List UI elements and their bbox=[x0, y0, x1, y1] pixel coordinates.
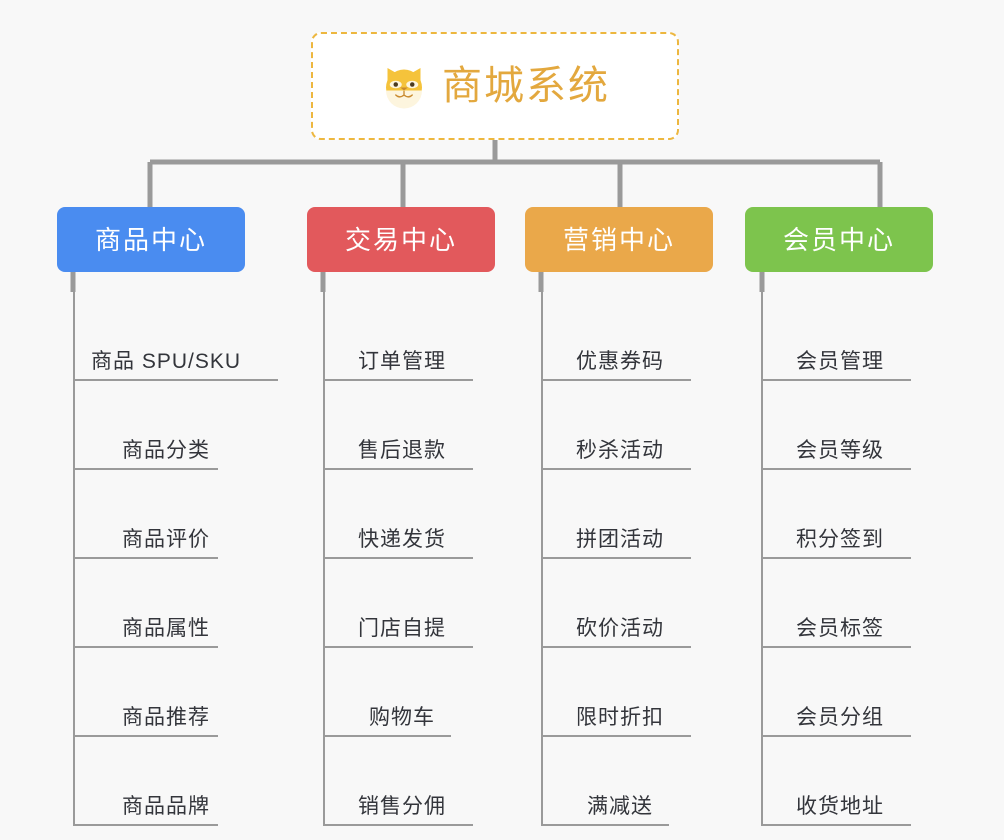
leaf-item[interactable]: 会员标签 bbox=[745, 559, 935, 648]
leaf-item[interactable]: 会员管理 bbox=[745, 292, 935, 381]
leaf-label: 商品分类 bbox=[122, 439, 210, 462]
leaf-item[interactable]: 砍价活动 bbox=[525, 559, 715, 648]
leaf-underline bbox=[323, 379, 473, 381]
leaf-underline bbox=[323, 646, 473, 648]
leaf-item[interactable]: 商品评价 bbox=[57, 470, 275, 559]
leaf-list-3: 优惠券码 秒杀活动 拼团活动 砍价活动 限时折扣 满减送 bbox=[525, 272, 715, 826]
leaf-underline bbox=[323, 824, 473, 826]
leaf-item[interactable]: 快递发货 bbox=[307, 470, 497, 559]
leaf-underline bbox=[761, 824, 911, 826]
branch-营销中心: 营销中心 优惠券码 秒杀活动 拼团活动 砍价活动 限时折扣 bbox=[525, 207, 715, 826]
leaf-label: 商品 SPU/SKU bbox=[90, 350, 242, 373]
leaf-underline bbox=[323, 468, 473, 470]
leaf-underline bbox=[323, 735, 451, 737]
leaf-label: 优惠券码 bbox=[576, 350, 664, 373]
leaf-label: 会员标签 bbox=[796, 617, 884, 640]
branch-商品中心: 商品中心 商品 SPU/SKU 商品分类 商品评价 商品属性 商品推荐 bbox=[57, 207, 278, 826]
root-title: 商城系统 bbox=[442, 64, 610, 108]
leaf-list-4: 会员管理 会员等级 积分签到 会员标签 会员分组 收货地址 bbox=[745, 272, 935, 826]
leaf-underline bbox=[323, 557, 473, 559]
branch-header-4[interactable]: 会员中心 bbox=[745, 207, 933, 272]
leaf-label: 商品属性 bbox=[122, 617, 210, 640]
leaf-label: 商品评价 bbox=[122, 528, 210, 551]
branch-header-3[interactable]: 营销中心 bbox=[525, 207, 713, 272]
leaf-underline bbox=[73, 379, 278, 381]
leaf-spine-4 bbox=[761, 292, 763, 826]
leaf-label: 会员管理 bbox=[796, 350, 884, 373]
leaf-spine-3 bbox=[541, 292, 543, 826]
leaf-item[interactable]: 售后退款 bbox=[307, 381, 497, 470]
leaf-underline bbox=[761, 557, 911, 559]
leaf-underline bbox=[541, 379, 691, 381]
leaf-item[interactable]: 商品推荐 bbox=[57, 648, 275, 737]
leaf-underline bbox=[541, 646, 691, 648]
leaf-underline bbox=[541, 557, 691, 559]
leaf-label: 订单管理 bbox=[358, 350, 446, 373]
leaf-label: 收货地址 bbox=[796, 795, 884, 818]
leaf-underline bbox=[761, 379, 911, 381]
leaf-underline bbox=[73, 824, 218, 826]
leaf-list-2: 订单管理 售后退款 快递发货 门店自提 购物车 销售分佣 bbox=[307, 272, 497, 826]
leaf-label: 快递发货 bbox=[358, 528, 446, 551]
leaf-item[interactable]: 限时折扣 bbox=[525, 648, 715, 737]
leaf-label: 拼团活动 bbox=[576, 528, 664, 551]
leaf-item[interactable]: 会员分组 bbox=[745, 648, 935, 737]
leaf-label: 门店自提 bbox=[358, 617, 446, 640]
leaf-underline bbox=[541, 824, 669, 826]
leaf-item[interactable]: 满减送 bbox=[525, 737, 715, 826]
leaf-label: 商品推荐 bbox=[122, 706, 210, 729]
leaf-item[interactable]: 商品 SPU/SKU bbox=[57, 292, 278, 381]
leaf-underline bbox=[73, 646, 218, 648]
leaf-list-1: 商品 SPU/SKU 商品分类 商品评价 商品属性 商品推荐 商品品牌 bbox=[57, 272, 278, 826]
leaf-item[interactable]: 销售分佣 bbox=[307, 737, 497, 826]
leaf-label: 积分签到 bbox=[796, 528, 884, 551]
leaf-spine-1 bbox=[73, 292, 75, 826]
leaf-label: 限时折扣 bbox=[576, 706, 664, 729]
leaf-label: 会员等级 bbox=[796, 439, 884, 462]
leaf-label: 会员分组 bbox=[796, 706, 884, 729]
leaf-label: 秒杀活动 bbox=[576, 439, 664, 462]
leaf-spine-2 bbox=[323, 292, 325, 826]
leaf-item[interactable]: 积分签到 bbox=[745, 470, 935, 559]
root-node[interactable]: 商城系统 bbox=[311, 32, 679, 140]
leaf-item[interactable]: 商品分类 bbox=[57, 381, 275, 470]
branch-交易中心: 交易中心 订单管理 售后退款 快递发货 门店自提 购物车 bbox=[307, 207, 497, 826]
leaf-label: 销售分佣 bbox=[358, 795, 446, 818]
leaf-label: 砍价活动 bbox=[576, 617, 664, 640]
leaf-item[interactable]: 商品属性 bbox=[57, 559, 275, 648]
leaf-item[interactable]: 购物车 bbox=[307, 648, 497, 737]
leaf-underline bbox=[541, 735, 691, 737]
shiba-dog-face-icon bbox=[386, 68, 422, 109]
leaf-underline bbox=[73, 557, 218, 559]
leaf-item[interactable]: 优惠券码 bbox=[525, 292, 715, 381]
leaf-label: 商品品牌 bbox=[122, 795, 210, 818]
leaf-item[interactable]: 商品品牌 bbox=[57, 737, 275, 826]
leaf-item[interactable]: 拼团活动 bbox=[525, 470, 715, 559]
leaf-underline bbox=[761, 735, 911, 737]
leaf-underline bbox=[73, 735, 218, 737]
branch-header-2[interactable]: 交易中心 bbox=[307, 207, 495, 272]
leaf-item[interactable]: 会员等级 bbox=[745, 381, 935, 470]
branch-header-1[interactable]: 商品中心 bbox=[57, 207, 245, 272]
branch-会员中心: 会员中心 会员管理 会员等级 积分签到 会员标签 会员分组 bbox=[745, 207, 935, 826]
leaf-label: 售后退款 bbox=[358, 439, 446, 462]
leaf-label: 满减送 bbox=[587, 795, 653, 818]
leaf-item[interactable]: 收货地址 bbox=[745, 737, 935, 826]
leaf-item[interactable]: 秒杀活动 bbox=[525, 381, 715, 470]
leaf-underline bbox=[73, 468, 218, 470]
leaf-item[interactable]: 门店自提 bbox=[307, 559, 497, 648]
leaf-item[interactable]: 订单管理 bbox=[307, 292, 497, 381]
leaf-underline bbox=[541, 468, 691, 470]
leaf-label: 购物车 bbox=[369, 706, 435, 729]
leaf-underline bbox=[761, 646, 911, 648]
leaf-underline bbox=[761, 468, 911, 470]
